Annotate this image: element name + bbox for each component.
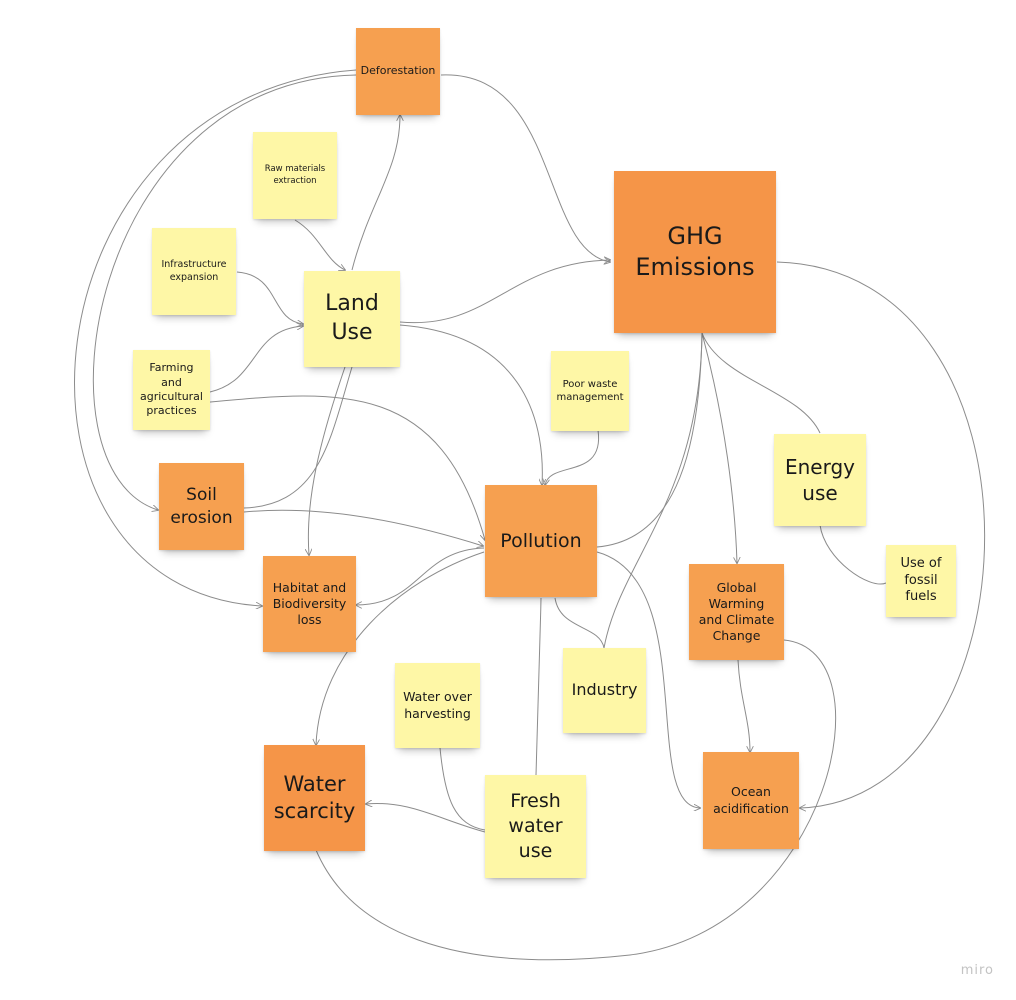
- note-land-use[interactable]: Land Use: [304, 271, 400, 367]
- connector-landuse-ghg[interactable]: [399, 260, 610, 324]
- note-soil-erosion[interactable]: Soil erosion: [159, 463, 244, 550]
- connector-farming-landuse[interactable]: [209, 326, 303, 393]
- note-fresh-water-use[interactable]: Fresh water use: [485, 775, 586, 878]
- connector-deforestation-ghg[interactable]: [440, 74, 610, 262]
- connector-ghg-ocean[interactable]: [776, 261, 985, 808]
- note-pollution-label: Pollution: [500, 529, 582, 552]
- note-poor-waste[interactable]: Poor waste management: [551, 351, 629, 431]
- note-energy-use[interactable]: Energy use: [774, 434, 866, 526]
- note-raw-materials[interactable]: Raw materials extraction: [253, 132, 337, 219]
- connector-waste-pollution[interactable]: [545, 429, 600, 485]
- miro-watermark: miro: [960, 963, 994, 978]
- note-land-use-label: Land Use: [325, 291, 379, 345]
- connector-landuse-soil[interactable]: [243, 366, 353, 509]
- note-soil-erosion-label: Soil erosion: [170, 485, 233, 528]
- connector-landuse-pollution[interactable]: [399, 324, 542, 485]
- note-ghg-emissions[interactable]: GHG Emissions: [614, 171, 776, 333]
- connector-ghg-warming[interactable]: [701, 332, 737, 563]
- connector-pollution-habitat[interactable]: [356, 547, 485, 605]
- note-water-over-harvesting[interactable]: Water over harvesting: [395, 663, 480, 748]
- connector-infra-landuse[interactable]: [236, 271, 303, 324]
- note-habitat-biodiversity[interactable]: Habitat and Biodiversity loss: [263, 556, 356, 652]
- note-deforestation-label: Deforestation: [360, 64, 436, 78]
- note-use-of-fossil-fuels[interactable]: Use of fossil fuels: [886, 545, 956, 617]
- note-global-warming-label: Global Warming and Climate Change: [698, 579, 775, 644]
- note-habitat-biodiversity-label: Habitat and Biodiversity loss: [272, 579, 347, 628]
- note-water-scarcity[interactable]: Water scarcity: [264, 745, 365, 851]
- note-industry-label: Industry: [571, 680, 638, 700]
- note-farming[interactable]: Farming and agricultural practices: [133, 350, 210, 430]
- connector-raw-landuse[interactable]: [294, 219, 345, 270]
- note-water-scarcity-label: Water scarcity: [273, 771, 356, 823]
- note-farming-label: Farming and agricultural practices: [140, 361, 203, 418]
- connector-landuse-habitat[interactable]: [308, 366, 346, 555]
- connector-ghg-energy[interactable]: [701, 332, 821, 434]
- connector-freshwater-scarcity[interactable]: [366, 803, 486, 833]
- note-energy-use-label: Energy use: [784, 455, 856, 505]
- note-global-warming[interactable]: Global Warming and Climate Change: [689, 564, 784, 660]
- note-deforestation[interactable]: Deforestation: [356, 28, 440, 115]
- connector-overharvest-freshwater[interactable]: [439, 747, 486, 831]
- note-infrastructure-label: Infrastructure expansion: [161, 259, 227, 283]
- note-use-of-fossil-fuels-label: Use of fossil fuels: [900, 555, 942, 605]
- note-poor-waste-label: Poor waste management: [556, 379, 624, 403]
- note-industry[interactable]: Industry: [563, 648, 646, 733]
- note-pollution[interactable]: Pollution: [485, 485, 597, 597]
- connector-soil-pollution[interactable]: [243, 509, 483, 546]
- connector-warming-ocean[interactable]: [737, 659, 750, 752]
- note-fresh-water-use-label: Fresh water use: [508, 790, 563, 862]
- connector-landuse-deforestation[interactable]: [351, 115, 400, 271]
- connector-freshwater-pollution[interactable]: [535, 597, 542, 776]
- connector-farming-pollution[interactable]: [209, 395, 485, 540]
- note-ocean-acidification[interactable]: Ocean acidification: [703, 752, 799, 849]
- note-raw-materials-label: Raw materials extraction: [264, 164, 326, 186]
- note-infrastructure[interactable]: Infrastructure expansion: [152, 228, 236, 315]
- connector-energy-fossil[interactable]: [819, 524, 887, 585]
- connector-pollution-industry[interactable]: [554, 597, 605, 649]
- note-water-over-harvesting-label: Water over harvesting: [403, 689, 472, 721]
- note-ghg-emissions-label: GHG Emissions: [635, 221, 755, 281]
- note-ocean-acidification-label: Ocean acidification: [713, 784, 789, 816]
